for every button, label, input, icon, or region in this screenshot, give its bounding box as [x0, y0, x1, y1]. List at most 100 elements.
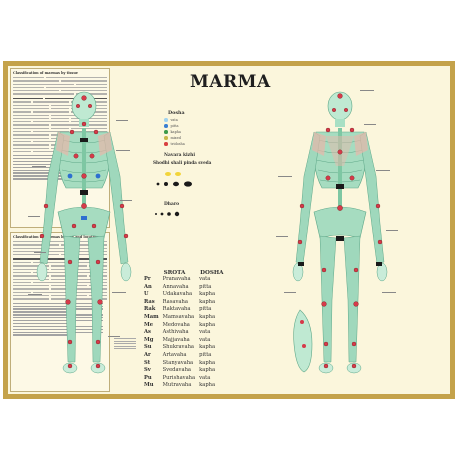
size-panel-notes [13, 302, 107, 336]
srota-cell-dosha: vata [199, 374, 211, 381]
srota-cell-dosha: pitta [199, 306, 212, 313]
srota-cell-k: Ras [144, 298, 155, 305]
srota-cell-dosha: kapha [199, 344, 216, 351]
srota-table-row: Me Medovaha kapha [142, 322, 227, 330]
dosha-legend-heading: Dosha [168, 110, 185, 116]
srota-cell-srota: Mutravaha [162, 382, 192, 389]
dosha-column-header: DOSHA [200, 270, 224, 276]
srota-cell-dosha: kapha [199, 313, 216, 320]
srota-cell-dosha: vata [199, 336, 211, 343]
poster-paper: Classification of marmas by tissue Class… [8, 66, 450, 394]
dosha-legend: vata pitta kapha mixed tridosha [164, 117, 185, 147]
dosha-legend-label: kapha [170, 130, 181, 134]
srota-table-row: Su Shukravaha kapha [142, 344, 227, 352]
srota-table-row: Ar Artavaha pitta [142, 352, 227, 360]
srota-cell-srota: Medovaha [162, 321, 190, 328]
srota-cell-srota: Purishavaha [162, 374, 196, 381]
srota-cell-k: Pu [144, 374, 152, 381]
srota-cell-dosha: kapha [199, 291, 216, 298]
size-legend-shapes [155, 181, 192, 217]
dosha-legend-label: vata [170, 118, 178, 122]
srota-cell-dosha: kapha [199, 321, 216, 328]
srota-cell-k: An [144, 283, 152, 290]
srota-cell-k: As [144, 329, 151, 336]
srota-table-row: An Annavaha pitta [142, 284, 227, 292]
srota-cell-k: Mu [144, 382, 154, 389]
srota-cell-dosha: pitta [199, 351, 212, 358]
srota-cell-srota: Rasavaha [162, 298, 188, 305]
marma-poster: Classification of marmas by tissue Class… [3, 61, 455, 399]
dosha-legend-label: mixed [170, 136, 181, 140]
srota-cell-k: Ar [144, 351, 151, 358]
srota-table-row: As Asthivaha vata [142, 329, 227, 337]
dosha-color-swatch [164, 130, 168, 134]
front-marma-points [39, 95, 129, 369]
srota-cell-k: Mam [144, 313, 159, 320]
publisher-credit [114, 337, 136, 349]
srota-cell-k: U [144, 291, 149, 298]
back-marma-points [297, 93, 383, 369]
srota-cell-k: Mg [144, 336, 154, 343]
srota-cell-k: Me [144, 321, 154, 328]
size-legend-heading: Navara kizhi [164, 153, 196, 158]
srota-cell-srota: Udakavaha [162, 291, 193, 298]
size-panel-heading: Classification of marmas by size and loc… [13, 235, 99, 239]
srota-cell-srota: Artavaha [162, 351, 187, 358]
srota-table-row: U Udakavaha kapha [142, 291, 227, 299]
srota-table-row: St Stanyavaha kapha [142, 360, 227, 368]
srota-cell-dosha: kapha [199, 382, 216, 389]
srota-cell-dosha: kapha [199, 359, 216, 366]
dosha-legend-item: tridosha [164, 141, 185, 147]
srota-table-row: Mg Majjavaha vata [142, 337, 227, 345]
srota-cell-dosha: pitta [199, 283, 212, 290]
srota-table-row: Pr Pranavaha vata [142, 276, 227, 284]
front-marma-blue [67, 173, 101, 220]
dosha-legend-item: pitta [164, 123, 185, 129]
dosha-color-swatch [164, 136, 168, 140]
dharo-legend-heading: Dharo [164, 202, 180, 207]
srota-cell-srota: Asthivaha [162, 329, 189, 336]
srota-column-header: SROTA [163, 270, 186, 276]
srota-cell-srota: Majjavaha [162, 336, 190, 343]
front-figure [36, 91, 132, 374]
dosha-color-swatch [164, 124, 168, 128]
dosha-legend-item: kapha [164, 129, 185, 135]
poster-title: MARMA [190, 72, 271, 92]
dosha-legend-label: pitta [170, 124, 179, 128]
srota-cell-srota: Pranavaha [162, 276, 191, 282]
dosha-legend-label: tridosha [170, 142, 185, 146]
srota-cell-k: Su [144, 344, 152, 351]
srota-cell-k: Pr [144, 276, 151, 282]
srota-cell-srota: Annavaha [162, 283, 189, 290]
srota-cell-dosha: vata [199, 276, 211, 282]
srota-table-row: Mu Mutravaha kapha [142, 382, 227, 390]
srota-cell-srota: Stanyavaha [162, 359, 194, 366]
size-legend-yellow [165, 172, 181, 176]
srota-cell-k: Sv [144, 367, 151, 374]
anatomy-illustration [28, 90, 398, 374]
srota-cell-srota: Mamsavaha [162, 313, 195, 320]
srota-cell-k: Rak [144, 306, 156, 313]
front-marma-black [80, 138, 88, 195]
size-legend-subheading: Shodhi shali pinda sveda [153, 160, 212, 165]
srota-cell-srota: Shukravaha [162, 344, 195, 351]
tissue-panel-heading: Classification of marmas by tissue [13, 71, 78, 75]
srota-cell-dosha: vata [199, 329, 211, 336]
srota-table-row: Ras Rasavaha kapha [142, 299, 227, 307]
tissue-panel-text [13, 76, 107, 96]
back-marma-black [298, 184, 382, 266]
dosha-color-swatch [164, 142, 168, 146]
dosha-legend-item: mixed [164, 135, 185, 141]
srota-cell-k: St [144, 359, 151, 366]
dosha-legend-item: vata [164, 117, 185, 123]
foot-sole-figure [293, 309, 313, 373]
dosha-color-swatch [164, 118, 168, 122]
figure-label-lines [28, 90, 398, 337]
srota-cell-dosha: kapha [199, 298, 216, 305]
srota-cell-srota: Svedavaha [162, 367, 192, 374]
